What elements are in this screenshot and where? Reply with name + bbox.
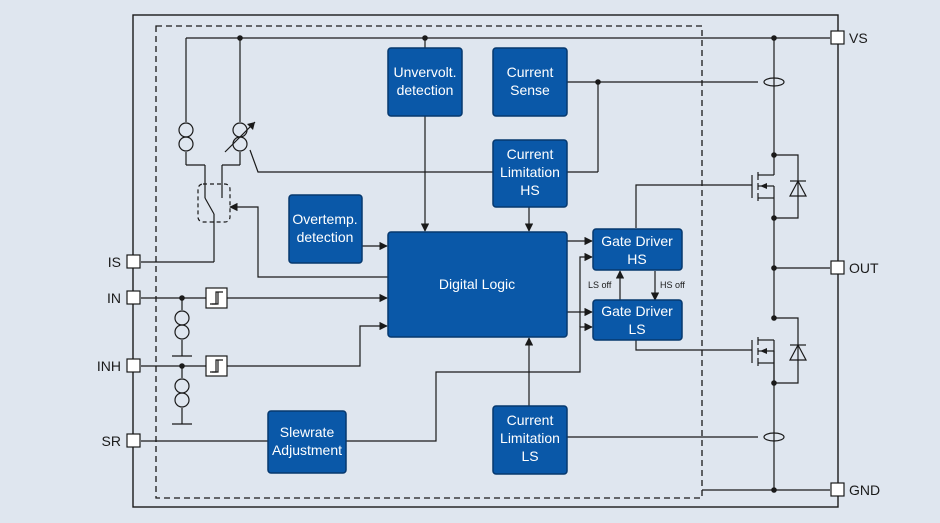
pin-is: IS — [108, 254, 141, 270]
cl-ls-line-2: Limitation — [500, 430, 560, 446]
pin-inh: INH — [97, 358, 141, 374]
block-gate-driver-hs: Gate Driver HS — [592, 228, 683, 271]
block-current-sense: Current Sense — [492, 47, 568, 117]
slewrate-line-1: Slewrate — [280, 424, 335, 440]
cl-hs-line-1: Current — [507, 146, 554, 162]
pin-sr-label: SR — [102, 433, 121, 449]
gd-ls-line-2: LS — [628, 321, 645, 337]
pin-vs: VS — [830, 30, 868, 46]
current-sense-line-2: Sense — [510, 82, 550, 98]
overtemp-line-1: Overtemp. — [292, 211, 357, 227]
cl-ls-line-3: LS — [521, 448, 538, 464]
gd-hs-line-1: Gate Driver — [601, 233, 673, 249]
current-sensor-ls — [763, 432, 785, 442]
current-source-left — [178, 122, 194, 152]
ls-off-label: LS off — [588, 280, 612, 290]
ls-body-diode — [774, 317, 807, 384]
block-digital-logic: Digital Logic — [387, 231, 568, 338]
cl-hs-line-3: HS — [520, 182, 539, 198]
current-source-in — [174, 310, 190, 340]
current-source-adjustable — [224, 121, 256, 153]
ls-mosfet — [751, 337, 775, 383]
current-sensor-hs — [763, 77, 785, 87]
schmitt-trigger-inh — [205, 355, 228, 377]
slewrate-line-2: Adjustment — [272, 442, 342, 458]
undervolt-line-2: detection — [397, 82, 454, 98]
block-overtemp-detection: Overtemp. detection — [288, 194, 363, 264]
gd-ls-line-1: Gate Driver — [601, 303, 673, 319]
wires — [141, 37, 830, 491]
overtemp-line-2: detection — [297, 229, 354, 245]
pin-in-label: IN — [107, 290, 121, 306]
schmitt-trigger-in — [205, 287, 228, 309]
pin-gnd-label: GND — [849, 482, 880, 498]
block-gate-driver-ls: Gate Driver LS — [592, 299, 683, 341]
block-undervoltage-detection: Unvervolt. detection — [387, 47, 463, 117]
cl-hs-line-2: Limitation — [500, 164, 560, 180]
hs-mosfet — [751, 172, 775, 201]
pin-gnd: GND — [830, 482, 880, 498]
hs-body-diode — [774, 154, 807, 219]
pin-inh-label: INH — [97, 358, 121, 374]
block-slewrate-adjustment: Slewrate Adjustment — [267, 410, 347, 474]
sense-switch — [197, 183, 231, 223]
pin-in: IN — [107, 290, 141, 306]
current-source-inh — [174, 378, 190, 408]
pin-sr: SR — [102, 433, 141, 449]
pin-vs-label: VS — [849, 30, 868, 46]
cl-ls-line-1: Current — [507, 412, 554, 428]
gd-hs-line-2: HS — [627, 251, 646, 267]
digital-logic-label: Digital Logic — [439, 276, 515, 292]
pin-out: OUT — [830, 260, 879, 276]
block-current-limitation-ls: Current Limitation LS — [492, 405, 568, 475]
pin-is-label: IS — [108, 254, 121, 270]
undervolt-line-1: Unvervolt. — [393, 64, 456, 80]
block-current-limitation-hs: Current Limitation HS — [492, 139, 568, 208]
hs-off-label: HS off — [660, 280, 685, 290]
pin-out-label: OUT — [849, 260, 879, 276]
current-sense-line-1: Current — [507, 64, 554, 80]
